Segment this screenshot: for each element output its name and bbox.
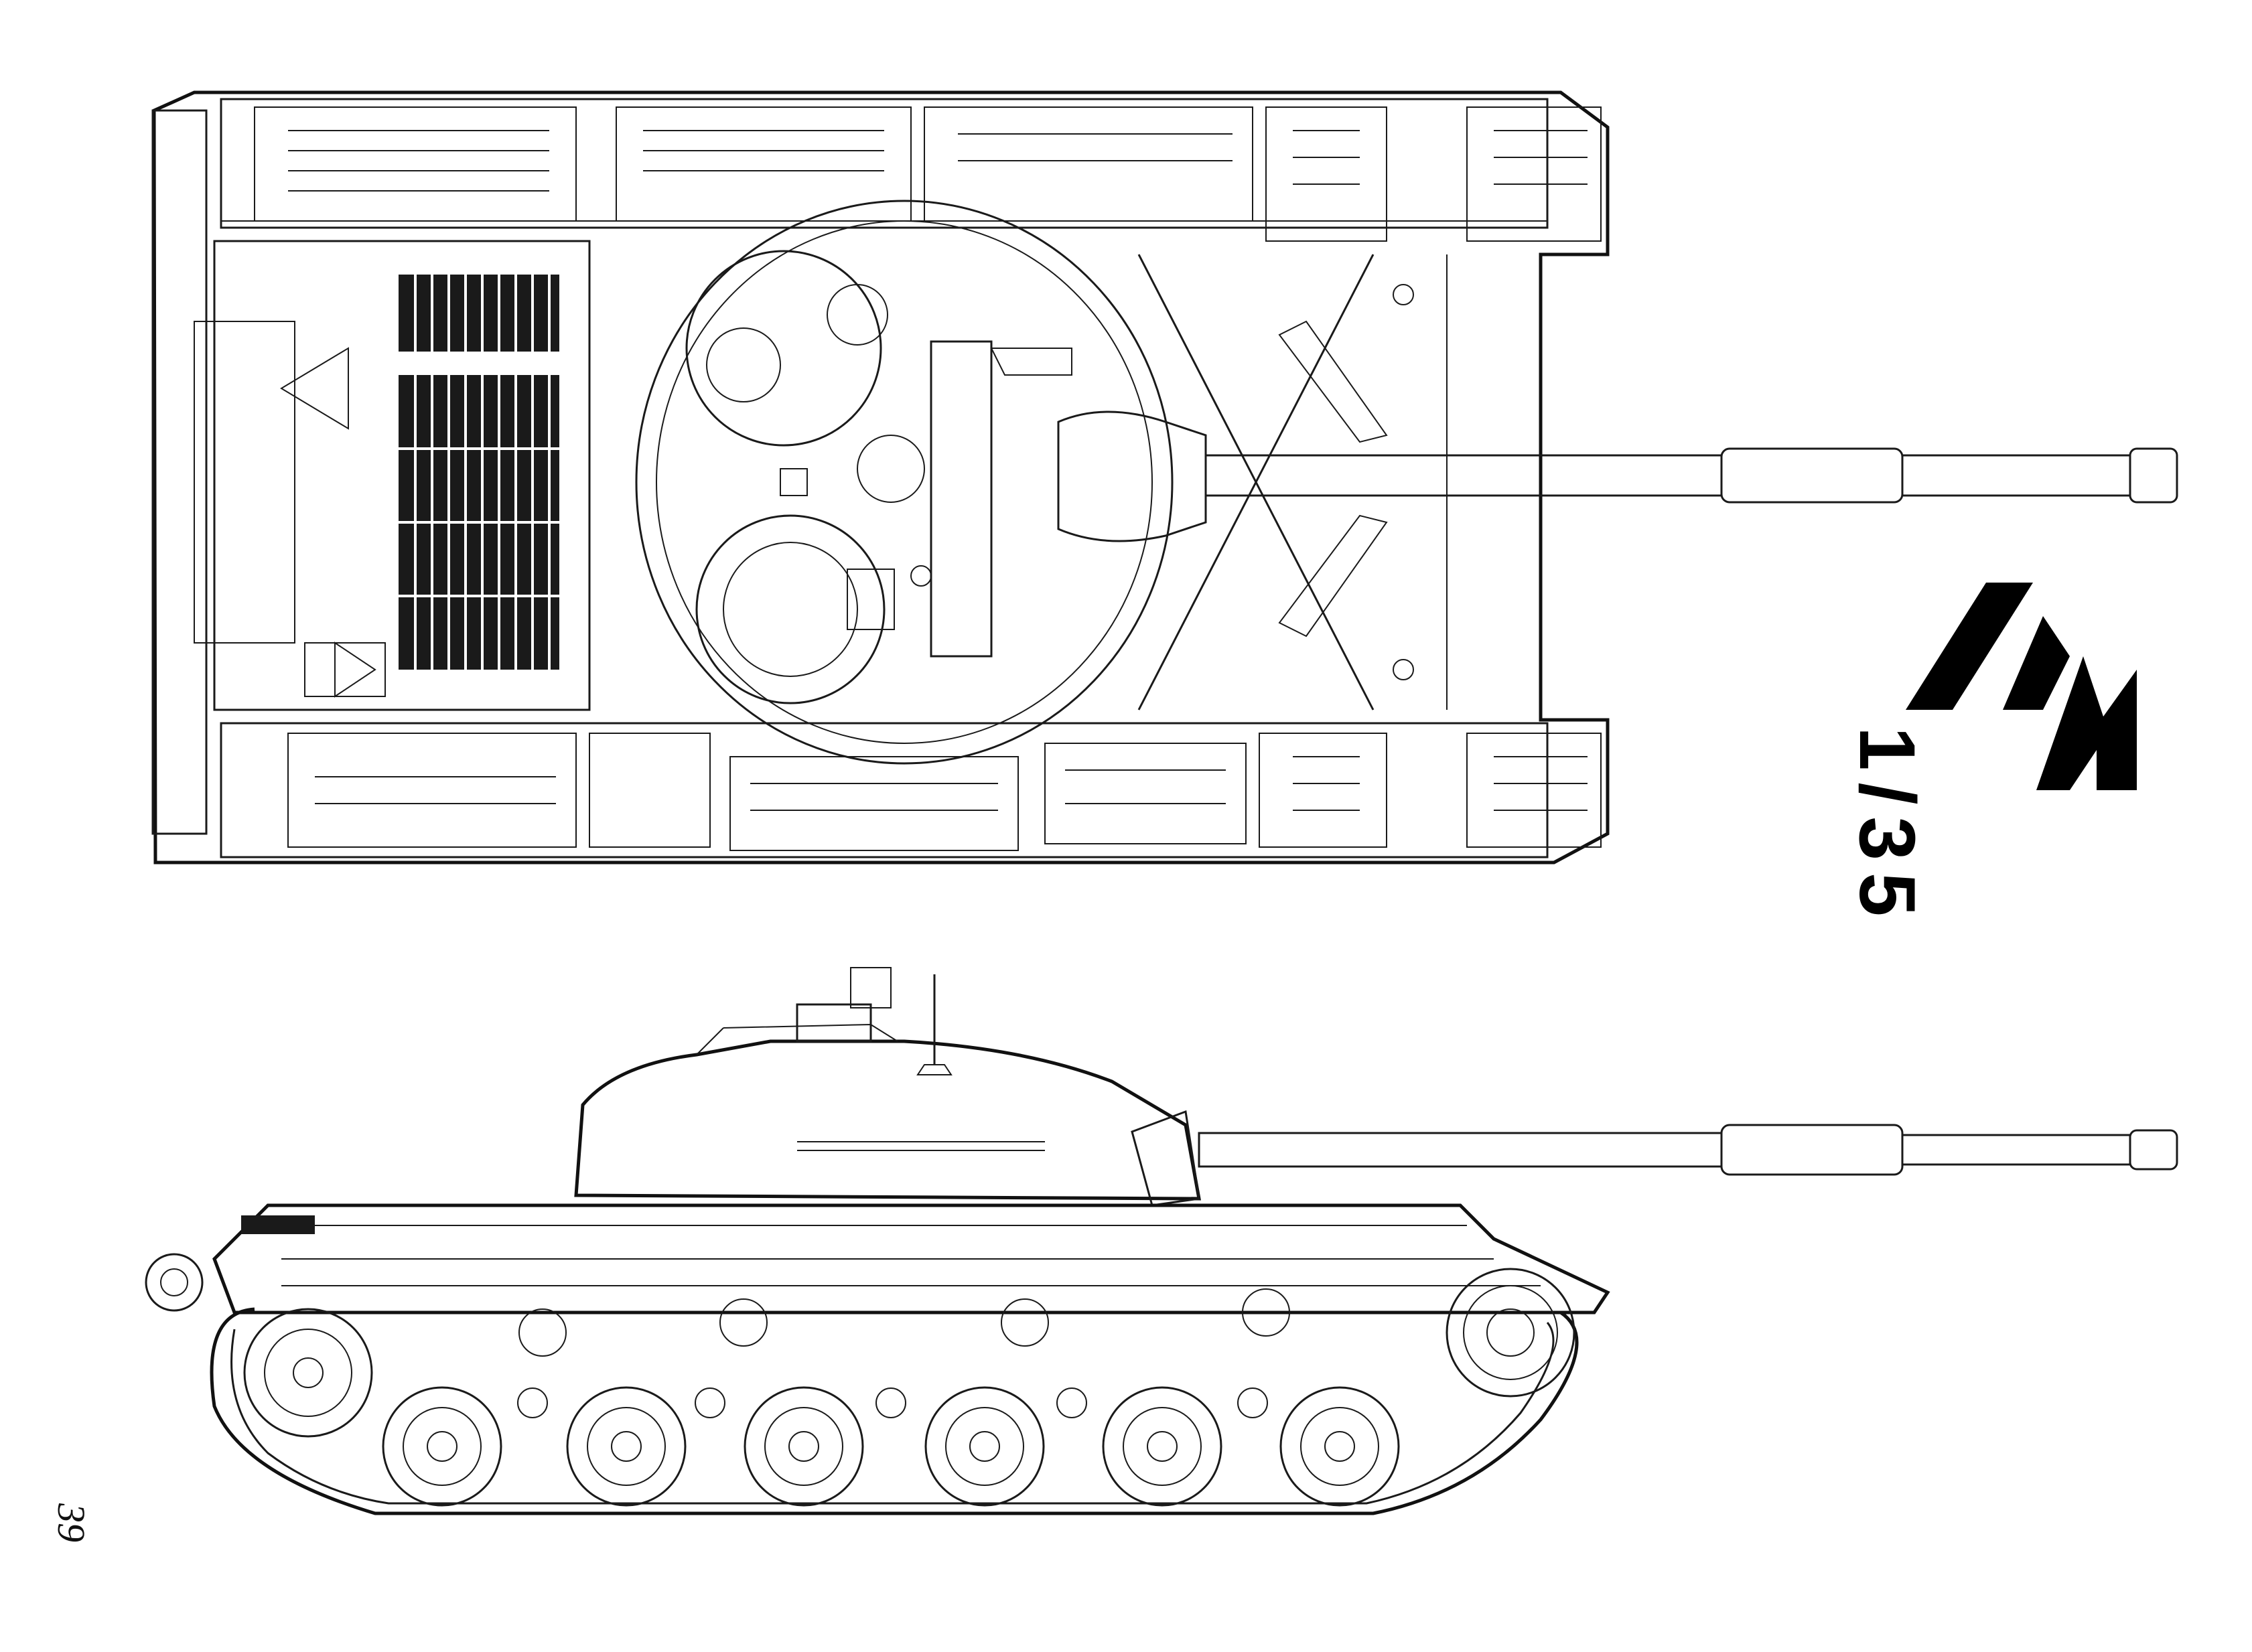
rear-stowage-box <box>151 109 208 835</box>
sight-box <box>930 340 993 658</box>
idler-wheel <box>1446 1268 1575 1398</box>
engine-deck <box>213 240 591 711</box>
drive-sprocket <box>243 1308 373 1438</box>
cupola-side <box>796 1003 872 1043</box>
right-fender <box>220 722 1549 858</box>
left-fender <box>220 98 1549 229</box>
turret-top <box>635 200 1174 765</box>
commander-cupola <box>685 250 882 447</box>
gun-mantlet <box>1057 410 1207 542</box>
exhaust-grille <box>399 275 559 352</box>
top-view <box>151 90 2178 865</box>
fender-panels-upper <box>254 106 1602 242</box>
track <box>210 1307 1579 1515</box>
scale-label: 1/35 <box>1843 727 1931 929</box>
gunner-hatch <box>695 514 886 704</box>
road-wheels <box>382 1386 1400 1507</box>
turret-side <box>574 1039 1201 1201</box>
return-rollers <box>517 1288 1290 1418</box>
gun-barrel-top <box>1204 447 2178 504</box>
publisher-logo <box>1906 583 2137 790</box>
side-view <box>145 967 2178 1515</box>
fender-panels-lower <box>287 733 1602 851</box>
hull-side <box>212 1203 1610 1315</box>
hull-top-outline <box>152 90 1610 865</box>
front-glacis <box>1137 254 1448 710</box>
gun-barrel-side <box>1198 1124 2178 1176</box>
page-number: 39 <box>50 1503 93 1542</box>
